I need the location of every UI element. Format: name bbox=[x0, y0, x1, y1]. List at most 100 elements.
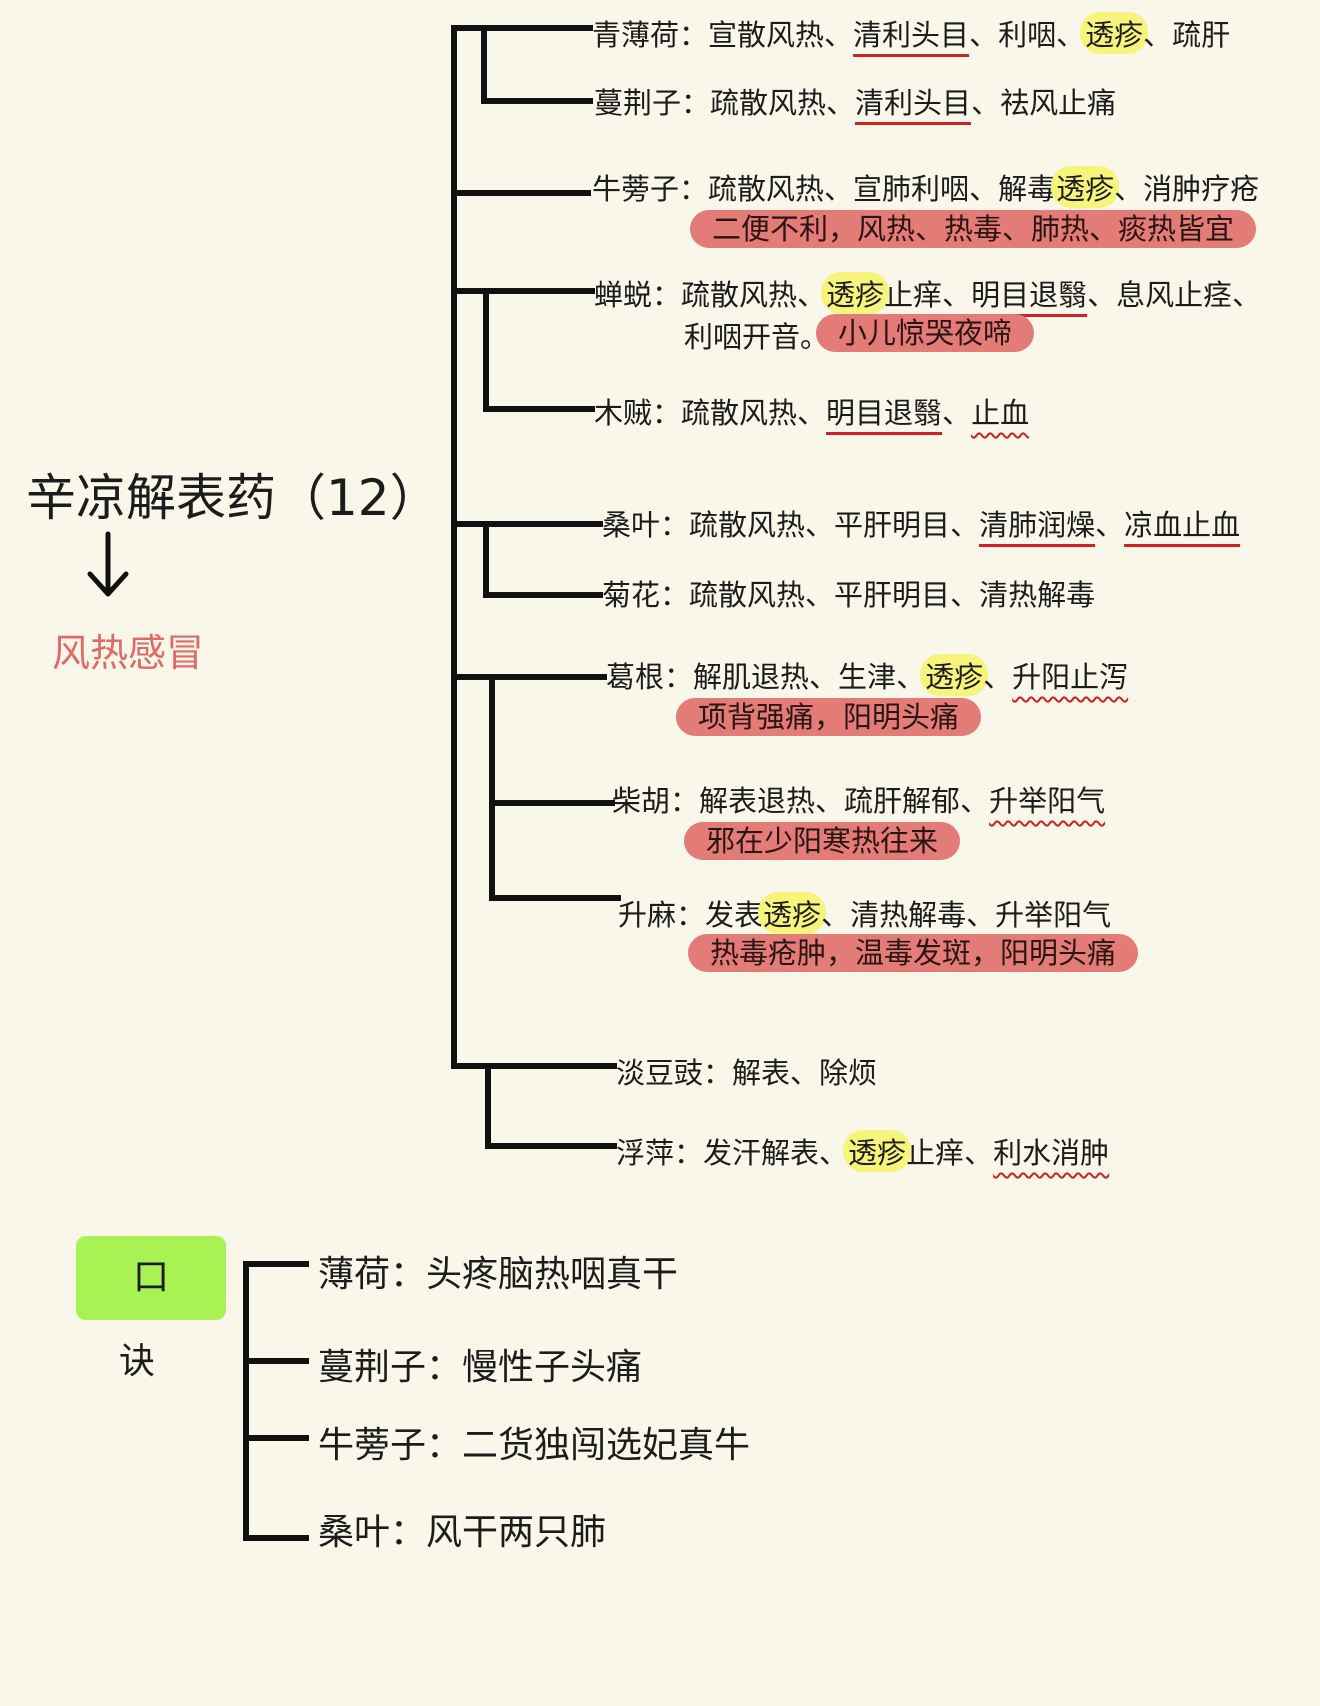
herb-text: 、 bbox=[824, 172, 854, 206]
herb-text: 疏散风热 bbox=[710, 86, 827, 120]
herb-line: 柴胡：解表退热、疏肝解郁、升举阳气 bbox=[612, 778, 1105, 820]
underlined-term: 止血 bbox=[971, 396, 1030, 430]
mnemonic-item: 桑叶：风干两只肺 bbox=[318, 1512, 607, 1553]
underlined-term: 明目退翳 bbox=[826, 396, 943, 430]
herb-text: 、 bbox=[942, 396, 972, 430]
subtitle: 风热感冒 bbox=[52, 631, 205, 675]
herb-text: 菊花： bbox=[602, 578, 690, 612]
highlighted-term: 透疹 bbox=[920, 654, 989, 696]
herb-text: 止痒 bbox=[906, 1136, 965, 1170]
underlined-term: 明目退翳 bbox=[971, 278, 1088, 312]
herb-text: 、 bbox=[815, 784, 845, 818]
herb-text: 、 bbox=[805, 508, 835, 542]
herb-text: 、 bbox=[950, 578, 980, 612]
herb-text: 、 bbox=[966, 898, 996, 932]
herb-text: 、 bbox=[969, 18, 999, 52]
page-title: 辛凉解表药（12） bbox=[26, 469, 440, 527]
herb-text: 桑叶： bbox=[602, 508, 690, 542]
herb-line: 牛蒡子：疏散风热、宣肺利咽、解毒透疹、消肿疗疮 bbox=[592, 166, 1259, 208]
herb-text: 蝉蜕： bbox=[594, 278, 682, 312]
highlighted-term: 透疹 bbox=[1051, 166, 1120, 208]
herb-text: 除烦 bbox=[819, 1056, 878, 1090]
herb-text: 利咽开音 bbox=[684, 320, 801, 354]
herb-text: 、 bbox=[805, 578, 835, 612]
herb-text: 、 bbox=[809, 660, 839, 694]
herb-text: 解表退热 bbox=[699, 784, 816, 818]
herb-text: 、 bbox=[1114, 172, 1144, 206]
herb-text: 清热解毒 bbox=[850, 898, 967, 932]
mnemonic-badge: 口诀 bbox=[76, 1236, 226, 1382]
herb-text: 、 bbox=[797, 396, 827, 430]
herb-text: 发汗解表 bbox=[703, 1136, 820, 1170]
herb-text: 宣肺利咽 bbox=[853, 172, 970, 206]
herb-line: 升麻：发表透疹、清热解毒、升举阳气 bbox=[618, 892, 1111, 934]
herb-text: 蔓荆子： bbox=[594, 86, 711, 120]
underlined-term: 利水消肿 bbox=[993, 1136, 1110, 1170]
herb-text: 利咽 bbox=[998, 18, 1057, 52]
herb-text: 、 bbox=[983, 660, 1013, 694]
highlighted-term: 透疹 bbox=[1080, 12, 1149, 54]
note-pill: 热毒疮肿，温毒发斑，阳明头痛 bbox=[688, 934, 1139, 972]
herb-text: 、 bbox=[969, 172, 999, 206]
herb-text: 生津 bbox=[838, 660, 897, 694]
herb-text: 、 bbox=[960, 784, 990, 818]
herb-text: 牛蒡子： bbox=[592, 172, 709, 206]
herb-text: 疏散风热 bbox=[681, 278, 798, 312]
highlighted-term: 透疹 bbox=[758, 892, 827, 934]
herb-line: 桑叶：疏散风热、平肝明目、清肺润燥、凉血止血 bbox=[602, 502, 1240, 544]
arrow-down-icon bbox=[87, 531, 129, 597]
herb-text: 、 bbox=[821, 898, 851, 932]
herb-text: 、 bbox=[971, 86, 1001, 120]
herb-line: 浮萍：发汗解表、透疹止痒、利水消肿 bbox=[616, 1130, 1109, 1172]
herb-text: 柴胡： bbox=[612, 784, 700, 818]
underlined-term: 清利头目 bbox=[853, 18, 970, 52]
underlined-term: 凉血止血 bbox=[1124, 508, 1241, 542]
herb-text: 平肝明目 bbox=[834, 508, 951, 542]
highlighted-term: 透疹 bbox=[821, 272, 890, 314]
herb-line: 菊花：疏散风热、平肝明目、清热解毒 bbox=[602, 572, 1095, 614]
herb-text: 木贼： bbox=[594, 396, 682, 430]
note-pill: 二便不利，风热、热毒、肺热、痰热皆宜 bbox=[690, 210, 1257, 248]
herb-text: 疏肝解郁 bbox=[844, 784, 961, 818]
herb-text: 解毒 bbox=[998, 172, 1057, 206]
herb-text: 、 bbox=[950, 508, 980, 542]
herb-text: 青薄荷： bbox=[592, 18, 709, 52]
herb-text: 消肿疗疮 bbox=[1143, 172, 1260, 206]
herb-text: 、 bbox=[964, 1136, 994, 1170]
mnemonic-item: 蔓荆子：慢性子头痛 bbox=[318, 1347, 643, 1388]
herb-line: 淡豆豉：解表、除烦 bbox=[616, 1050, 877, 1092]
herb-text: 祛风止痛 bbox=[1000, 86, 1117, 120]
herb-text: 、 bbox=[942, 278, 972, 312]
herb-text: 、 bbox=[826, 86, 856, 120]
herb-text: 清热解毒 bbox=[979, 578, 1096, 612]
herb-text: 升麻： bbox=[618, 898, 706, 932]
herb-text: 、 bbox=[1087, 278, 1117, 312]
herb-text: 宣散风热 bbox=[708, 18, 825, 52]
underlined-term: 清利头目 bbox=[855, 86, 972, 120]
herb-text: 疏散风热 bbox=[689, 508, 806, 542]
highlighted-term: 透疹 bbox=[843, 1130, 912, 1172]
herb-text: 淡豆豉： bbox=[616, 1056, 733, 1090]
herb-text: 平肝明目 bbox=[834, 578, 951, 612]
herb-text: 、 bbox=[790, 1056, 820, 1090]
herb-text: 疏散风热 bbox=[681, 396, 798, 430]
mnemonic-item: 牛蒡子：二货独闯选妃真牛 bbox=[318, 1425, 751, 1466]
herb-text: 葛根： bbox=[606, 660, 694, 694]
herb-text: 解肌退热 bbox=[693, 660, 810, 694]
herb-text: 浮萍： bbox=[616, 1136, 704, 1170]
herb-text: 疏散风热 bbox=[708, 172, 825, 206]
note-pill: 邪在少阳寒热往来 bbox=[684, 822, 961, 860]
herb-line: 蝉蜕：疏散风热、透疹止痒、明目退翳、息风止痉、 bbox=[594, 272, 1261, 314]
herb-line: 利咽开音。 bbox=[684, 314, 829, 356]
herb-text: 疏散风热 bbox=[689, 578, 806, 612]
herb-text: 、 bbox=[1095, 508, 1125, 542]
note-pill: 项背强痛，阳明头痛 bbox=[676, 698, 982, 736]
herb-text: 、 bbox=[1232, 278, 1262, 312]
herb-line: 蔓荆子：疏散风热、清利头目、祛风止痛 bbox=[594, 80, 1116, 122]
herb-text: 解表 bbox=[732, 1056, 791, 1090]
underlined-term: 升举阳气 bbox=[995, 898, 1112, 932]
herb-text: 发表 bbox=[705, 898, 764, 932]
mnemonic-item: 薄荷：头疼脑热咽真干 bbox=[318, 1254, 679, 1295]
underlined-term: 升举阳气 bbox=[989, 784, 1106, 818]
